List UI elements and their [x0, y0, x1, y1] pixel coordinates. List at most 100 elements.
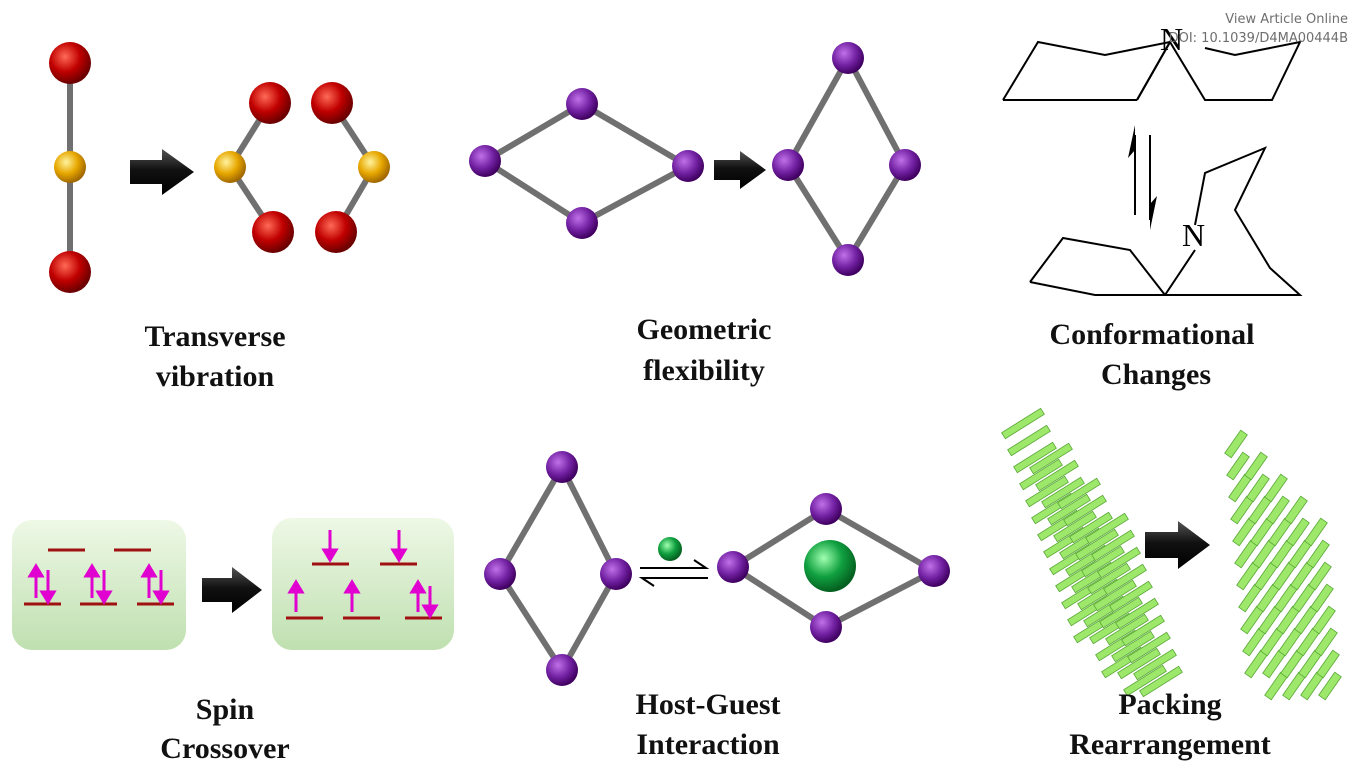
packing-bar	[1266, 495, 1290, 525]
purple-node	[484, 558, 516, 590]
packing-bar	[1087, 562, 1131, 595]
packing-bar	[1117, 647, 1161, 680]
high-spin-arrows	[287, 530, 439, 619]
label-transverse-line2: vibration	[156, 360, 275, 393]
packing-bar	[1085, 512, 1129, 545]
packing-rearrangement-panel: Packing Rearrangement	[1001, 407, 1342, 761]
packing-bar	[1075, 528, 1119, 561]
chair-conformer-top	[1002, 40, 1302, 101]
packing-bar	[1121, 614, 1165, 647]
doi-link[interactable]: DOI: 10.1039/D4MA00444B	[1168, 31, 1348, 46]
tall-rhombus	[784, 51, 909, 266]
transverse-vibration-panel: Transverse vibration	[49, 42, 390, 393]
gold-atom	[54, 151, 86, 183]
packing-bar	[1306, 539, 1330, 569]
geometric-flexibility-panel: Geometric flexibility	[469, 42, 921, 387]
label-spin-line1: Spin	[196, 693, 255, 726]
packing-bar	[1047, 493, 1091, 526]
packing-bar	[1057, 477, 1101, 510]
label-transverse-line1: Transverse	[144, 320, 285, 353]
packing-bar	[1310, 583, 1334, 613]
packing-bar	[1081, 545, 1125, 578]
packing-bar	[1314, 627, 1338, 657]
red-atom	[311, 82, 353, 124]
purple-node	[832, 244, 864, 276]
packing-bar	[1316, 649, 1340, 679]
label-packing-line2: Rearrangement	[1069, 728, 1271, 761]
packing-bar	[1312, 605, 1336, 635]
bent-linker-left	[214, 82, 294, 253]
packing-bar	[1069, 511, 1113, 544]
packing-bar	[1063, 494, 1107, 527]
packing-stack-after	[1224, 429, 1342, 701]
purple-node	[889, 149, 921, 181]
packing-bar	[1103, 563, 1147, 596]
label-hostguest-line1: Host-Guest	[636, 688, 781, 721]
red-atom	[252, 211, 294, 253]
gold-atom	[358, 151, 390, 183]
equilibrium-arrows-icon	[638, 559, 710, 587]
bent-linker-right	[311, 82, 390, 253]
label-hostguest-line2: Interaction	[636, 728, 780, 761]
packing-bar	[1226, 451, 1250, 481]
purple-node	[600, 558, 632, 590]
packing-bar	[1053, 510, 1097, 543]
packing-bar	[1109, 580, 1153, 613]
right-arrow-icon	[202, 567, 262, 613]
packing-bar	[1025, 475, 1069, 508]
packing-bar	[1041, 476, 1085, 509]
red-atom	[315, 211, 357, 253]
wide-rhombus	[479, 100, 695, 227]
empty-host-rhombus	[496, 460, 620, 676]
label-geometric-line1: Geometric	[637, 313, 772, 346]
packing-bar	[1097, 546, 1141, 579]
free-guest-molecule	[658, 537, 682, 561]
nitrogen-label-top: N	[1160, 21, 1183, 57]
red-atom	[49, 42, 91, 84]
purple-node	[469, 145, 501, 177]
purple-node	[772, 149, 804, 181]
purple-node	[717, 551, 749, 583]
gold-atom	[214, 151, 246, 183]
packing-bar	[1318, 671, 1342, 701]
packing-bar	[1244, 451, 1268, 481]
view-article-link[interactable]: View Article Online	[1225, 12, 1348, 27]
packing-bar	[1019, 458, 1063, 491]
label-conformational-line1: Conformational	[1050, 318, 1255, 351]
packing-bar	[1091, 529, 1135, 562]
spin-crossover-panel: Spin Crossover	[12, 518, 454, 763]
low-spin-levels	[24, 548, 174, 606]
purple-node	[546, 654, 578, 686]
purple-node	[566, 207, 598, 239]
packing-bar	[1123, 664, 1167, 697]
packing-bar	[1099, 596, 1143, 629]
high-spin-levels	[286, 562, 442, 620]
purple-node	[918, 555, 950, 587]
label-packing-line1: Packing	[1118, 688, 1221, 721]
purple-node	[566, 88, 598, 120]
low-spin-box	[12, 520, 186, 650]
packing-bar	[1308, 561, 1332, 591]
packing-bar	[1224, 429, 1248, 459]
host-guest-panel: Host-Guest Interaction	[484, 451, 950, 761]
right-arrow-icon	[1145, 521, 1210, 569]
packing-bar	[1127, 631, 1171, 664]
bound-guest-molecule	[804, 540, 856, 592]
purple-node	[672, 150, 704, 182]
right-arrow-icon	[130, 149, 194, 195]
packing-bar	[1105, 613, 1149, 646]
packing-bar	[1284, 495, 1308, 525]
packing-bar	[1111, 630, 1155, 663]
packing-bar	[1013, 441, 1057, 474]
packing-stack-before	[1001, 407, 1183, 698]
packing-bar	[1246, 473, 1270, 503]
chair-conformer-bottom	[1029, 146, 1303, 296]
purple-node	[832, 42, 864, 74]
packing-bar	[1264, 473, 1288, 503]
low-spin-arrows	[27, 563, 170, 605]
article-header-links: View Article Online DOI: 10.1039/D4MA004…	[1169, 10, 1348, 48]
label-geometric-line2: flexibility	[643, 354, 765, 387]
packing-bar	[1139, 665, 1183, 698]
equilibrium-arrows-icon	[1128, 125, 1157, 230]
packing-bar	[1115, 597, 1159, 630]
